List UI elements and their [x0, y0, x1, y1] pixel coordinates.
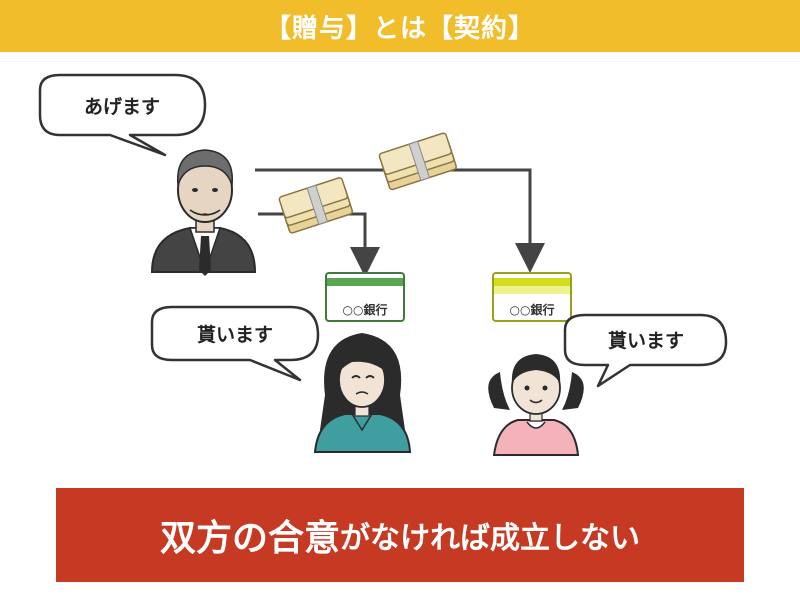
banner-emphasis: 双方の合意	[159, 518, 340, 559]
girl-avatar	[488, 354, 584, 456]
banknote-bundle-icon	[378, 132, 457, 191]
bank-label-left: ○○銀行	[343, 302, 388, 317]
speech-text-receiver-right: 貰います	[608, 329, 684, 352]
banknote-bundle-icon	[278, 177, 354, 234]
page-title: 【贈与】とは【契約】	[264, 13, 535, 44]
bank-label-right: ○○銀行	[510, 302, 555, 317]
speech-text-giver: あげます	[84, 96, 160, 118]
woman-avatar	[313, 333, 412, 453]
bank-card-icon: ○○銀行	[325, 272, 405, 322]
speech-bubble-giver: あげます	[38, 73, 207, 157]
gift-contract-diagram: あげます ○○銀行 ○○	[38, 73, 728, 456]
conclusion-banner: 双方の合意がなければ成立しない	[56, 488, 744, 582]
speech-bubble-receiver-left: 貰います	[150, 305, 320, 382]
speech-bubble-receiver-right: 貰います	[563, 313, 728, 388]
man-avatar	[150, 149, 257, 276]
transfer-arrow-right	[255, 168, 545, 273]
bank-card-icon: ○○銀行	[492, 272, 572, 322]
speech-text-receiver-left: 貰います	[197, 323, 273, 346]
title-bar: 【贈与】とは【契約】	[0, 0, 800, 52]
banner-rest: がなければ成立しない	[340, 521, 640, 556]
